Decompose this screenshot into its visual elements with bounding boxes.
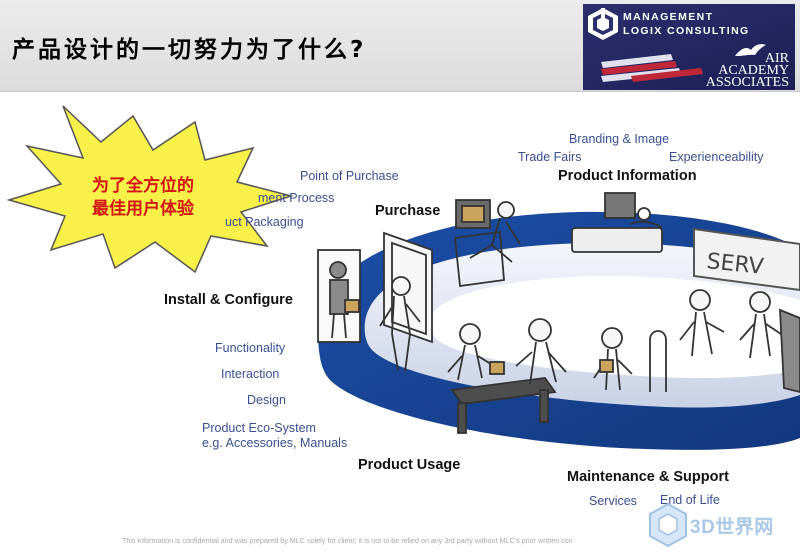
label-experienceability: Experienceability — [669, 150, 764, 164]
label-design: Design — [247, 393, 286, 407]
slide-title: 产品设计的一切努力为了什么? — [12, 37, 367, 63]
logo-associates: ASSOCIATES — [705, 75, 789, 90]
stage-product-usage: Product Usage — [358, 457, 461, 473]
usage-table-figures — [447, 318, 567, 434]
customer-journey-illustration: SERV — [317, 192, 800, 450]
stage-purchase: Purchase — [375, 203, 441, 219]
logo-line-logix: LOGIX CONSULTING — [623, 25, 750, 37]
service-sign-text: SERV — [705, 249, 764, 280]
confidentiality-note: This information is confidential and was… — [122, 536, 573, 545]
stage-install-configure: Install & Configure — [164, 292, 293, 308]
label-procurement-process: ment Process — [258, 191, 335, 205]
watermark-text: 3D世界网 — [690, 517, 774, 538]
label-services: Services — [589, 494, 637, 508]
callout-starburst — [6, 105, 294, 274]
logo-line-management: MANAGEMENT — [623, 11, 714, 23]
install-delivery-figure — [317, 249, 361, 343]
label-end-of-life: End of Life — [660, 493, 720, 507]
stage-product-information: Product Information — [558, 168, 697, 184]
stage-maintenance-support: Maintenance & Support — [567, 469, 729, 485]
watermark-cube-icon — [649, 502, 687, 548]
label-trade-fairs: Trade Fairs — [518, 150, 582, 164]
information-desk-figure — [571, 192, 663, 253]
label-accessories-manuals: e.g. Accessories, Manuals — [202, 436, 348, 450]
label-point-of-purchase: Point of Purchase — [300, 169, 399, 183]
label-functionality: Functionality — [215, 341, 286, 355]
label-product-ecosystem: Product Eco-System — [202, 421, 316, 435]
label-product-packaging: uct Packaging — [225, 215, 304, 229]
company-logo: MANAGEMENT LOGIX CONSULTING AIR ACADEMY … — [583, 4, 795, 90]
service-sign: SERV — [693, 227, 800, 292]
logo-academy: ACADEMY — [718, 63, 789, 78]
maintenance-figures — [593, 289, 800, 393]
label-branding-image: Branding & Image — [569, 132, 670, 146]
logo-air: AIR — [764, 51, 789, 66]
callout-line-1: 为了全方位的 — [92, 176, 194, 196]
purchase-figure — [454, 199, 521, 288]
mlc-logo-icon — [588, 8, 618, 40]
flag-stripes-icon — [601, 54, 703, 82]
eagle-icon — [735, 44, 766, 56]
install-standing-figure — [379, 276, 421, 373]
label-interaction: Interaction — [221, 367, 280, 381]
callout-line-2: 最佳用户体验 — [92, 199, 194, 219]
